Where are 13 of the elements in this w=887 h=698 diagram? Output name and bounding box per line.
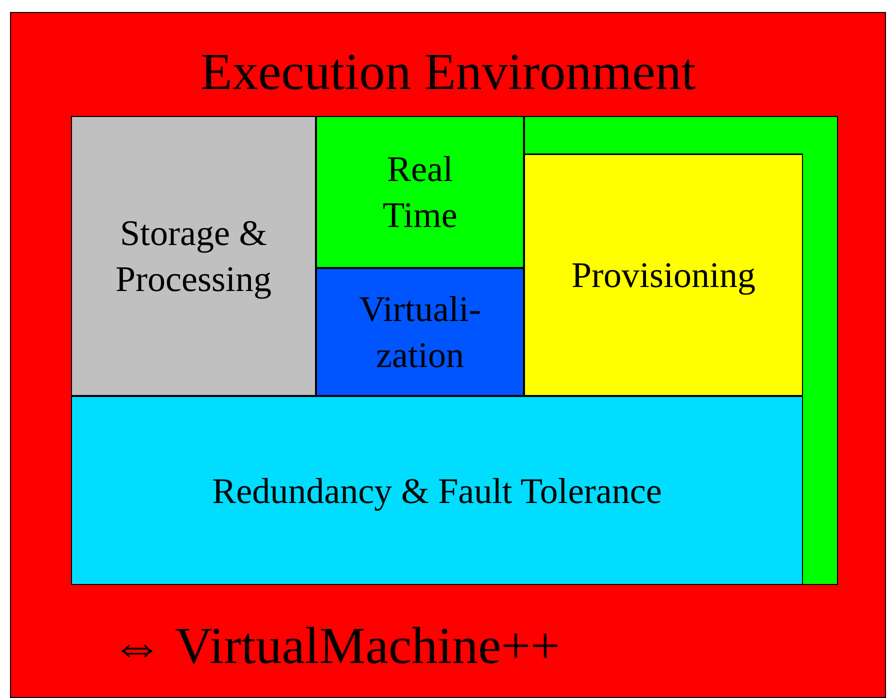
block-label: Redundancy & Fault Tolerance [212,470,662,513]
redundancy-block [71,396,803,585]
panel-title: Execution Environment [199,43,697,103]
storage-block [71,116,316,396]
block-label: Real Time [382,148,458,237]
provisioning-block [524,154,803,396]
block-label: Storage & Processing [114,212,272,301]
real-time-block [316,116,524,268]
panel-footer: ⇔ VirtualMachine++ [111,617,560,677]
block-label: Virtuali- zation [358,288,482,377]
block-label: Provisioning [571,254,756,297]
environment-panel [10,12,886,698]
virtualization-block [316,268,524,396]
